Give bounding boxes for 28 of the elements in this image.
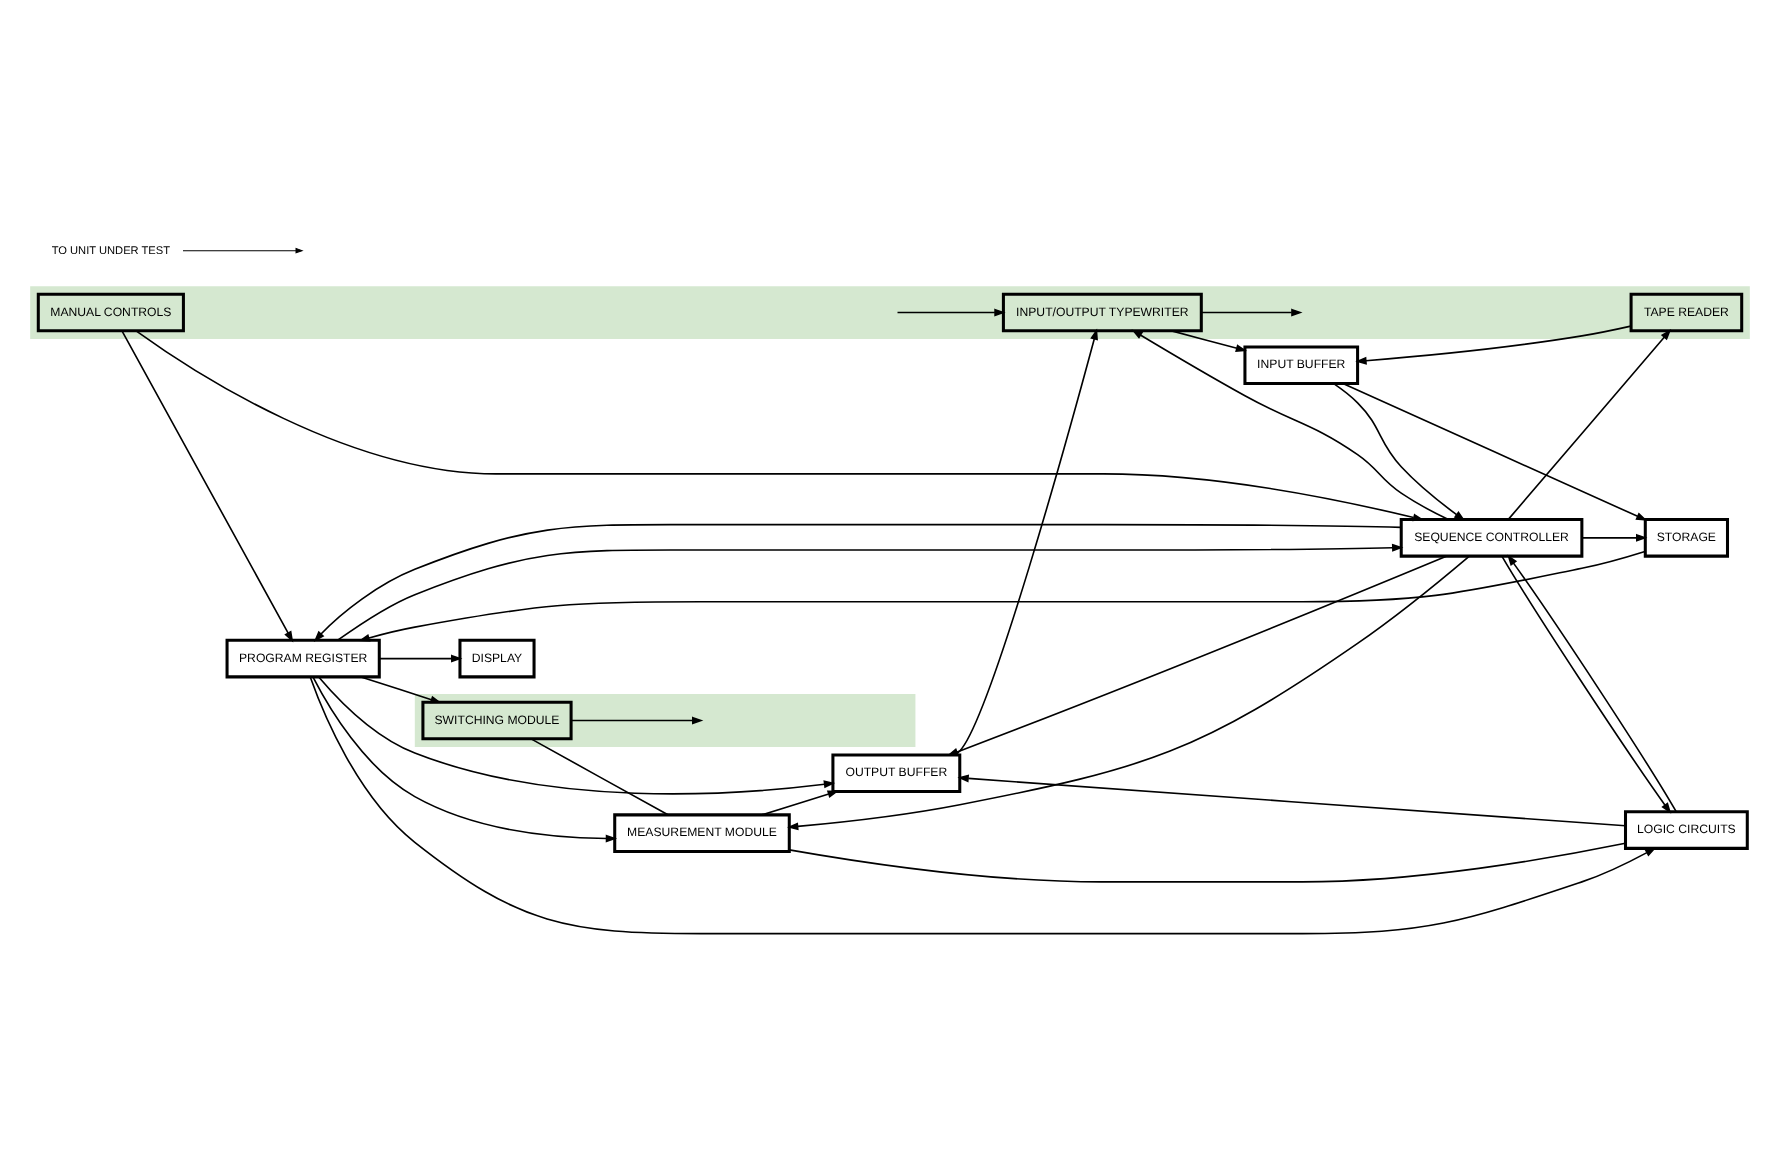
connector — [787, 841, 1626, 882]
arrow — [786, 554, 1469, 830]
arrow — [181, 246, 303, 253]
arrow — [953, 327, 1097, 755]
arrow — [357, 549, 1645, 641]
arrow — [335, 542, 1403, 640]
arrow — [956, 773, 1626, 826]
arrow — [316, 675, 835, 794]
arrow — [945, 554, 1447, 755]
arrow — [134, 329, 1424, 521]
arrow — [1199, 307, 1302, 316]
arrow — [120, 329, 293, 642]
arrow — [1169, 329, 1247, 351]
arrow — [569, 715, 703, 724]
arrow — [311, 675, 617, 842]
arrow — [1341, 381, 1647, 520]
connector — [529, 737, 668, 815]
arrow — [895, 307, 1005, 316]
arrow — [312, 522, 1401, 641]
arrow — [377, 653, 462, 662]
arrow — [308, 675, 1656, 934]
arrow — [1354, 324, 1631, 364]
arrow — [759, 789, 838, 815]
arrow — [1506, 328, 1671, 520]
arrow — [1580, 532, 1647, 541]
arrow — [1130, 328, 1449, 520]
arrow — [1331, 381, 1465, 520]
arrow — [359, 675, 441, 703]
